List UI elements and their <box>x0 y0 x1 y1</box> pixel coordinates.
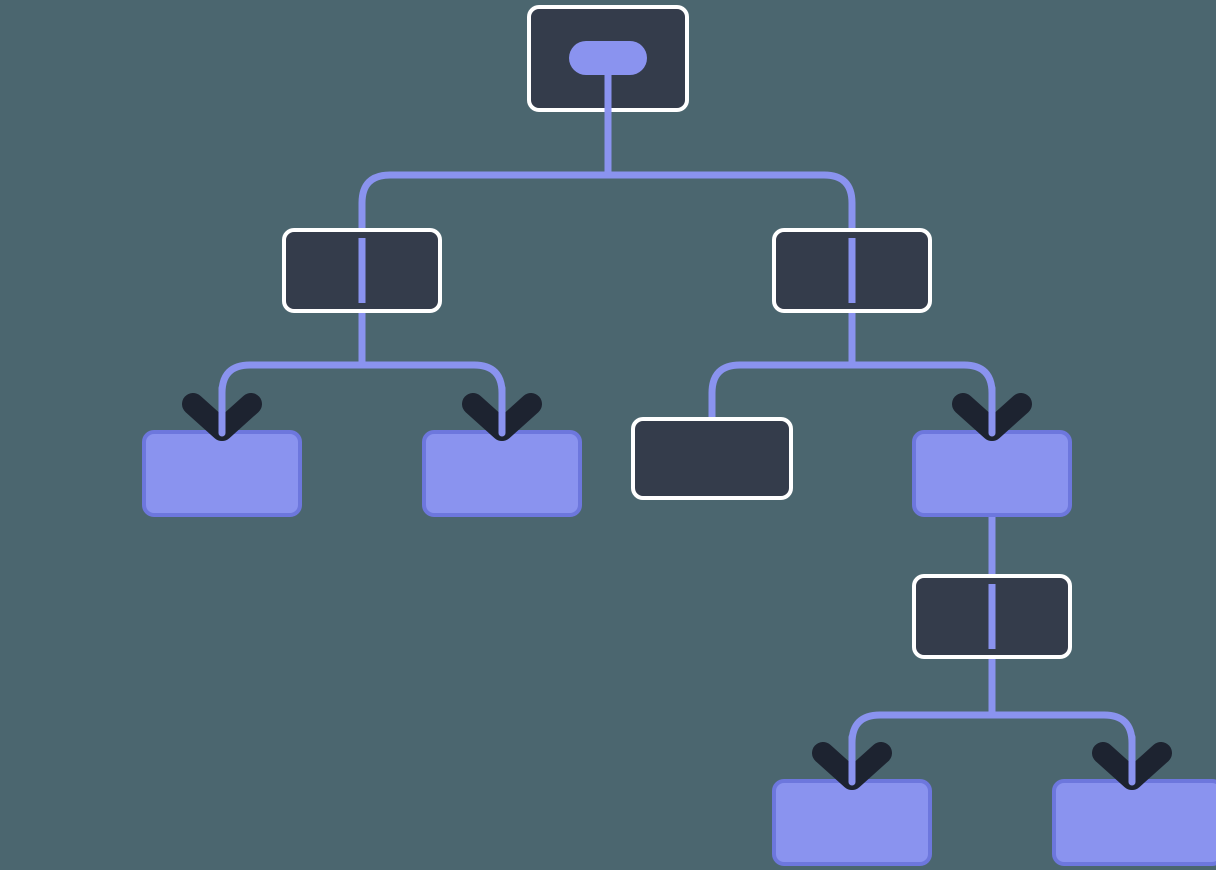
arrowhead-a4 <box>1092 733 1172 790</box>
arrowhead-a1 <box>462 384 542 441</box>
root-marker-pill <box>569 41 647 75</box>
node-body <box>631 417 793 500</box>
edge-n2-to-n5 <box>708 309 856 421</box>
arrowhead-a3 <box>812 733 892 790</box>
arrowhead-a2 <box>952 384 1032 441</box>
node-branch-left[interactable] <box>282 228 442 313</box>
edge-n0-to-n1 <box>358 171 612 232</box>
node-branch-sub[interactable] <box>912 574 1072 659</box>
node-terminal-dark[interactable] <box>631 417 793 500</box>
arrowhead-a0 <box>182 384 262 441</box>
edge-n0-to-n2 <box>604 171 856 232</box>
node-branch-right[interactable] <box>772 228 932 313</box>
node-root-node[interactable] <box>527 5 689 112</box>
